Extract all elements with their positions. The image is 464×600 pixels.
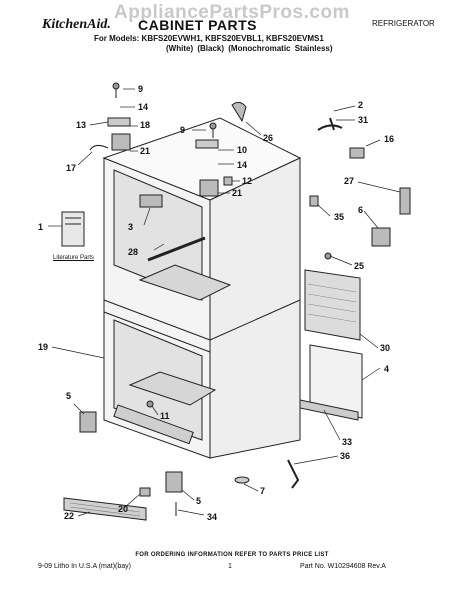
- part-25: [324, 252, 332, 260]
- callout-14b: 14: [237, 160, 248, 170]
- callout-18: 18: [140, 120, 151, 130]
- callout-9b: 9: [180, 125, 186, 135]
- callout-5b: 5: [196, 496, 202, 506]
- callout-1: 1: [38, 222, 44, 232]
- callout-14a: 14: [138, 102, 149, 112]
- part-16: [349, 147, 365, 159]
- page-title: CABINET PARTS: [138, 17, 258, 33]
- part-11: [146, 400, 154, 408]
- callout-30: 30: [380, 343, 391, 353]
- callout-19: 19: [38, 342, 49, 352]
- finish-white: (White): [166, 44, 194, 53]
- callout-11: 11: [160, 411, 170, 421]
- literature-parts-label: Literature Parts: [53, 255, 95, 261]
- rear-panel-30: [304, 269, 361, 341]
- literature-booklet: [61, 211, 85, 247]
- part-28-rail: [147, 236, 206, 262]
- watermark: AppliancePartsPros.com: [114, 2, 350, 23]
- callout-20: 20: [118, 504, 129, 514]
- ordering-info: FOR ORDERING INFORMATION REFER TO PARTS …: [135, 552, 329, 558]
- callout-36: 36: [340, 451, 351, 461]
- callout-21b: 21: [232, 188, 243, 198]
- litho-note: 9-09 Litho In U.S.A (mat)(bay): [38, 563, 131, 570]
- finish-black: (Black): [197, 44, 225, 53]
- callout-5a: 5: [66, 391, 72, 401]
- callout-27: 27: [344, 176, 355, 186]
- roller-right: [165, 471, 183, 493]
- base-grille: [63, 497, 147, 521]
- cabinet-side: [209, 157, 301, 459]
- panel-33: [299, 399, 359, 421]
- roller-left: [79, 411, 97, 433]
- part-6: [371, 227, 391, 247]
- callout-6: 6: [358, 205, 364, 215]
- callout-3: 3: [128, 222, 134, 232]
- part-12: [223, 176, 233, 186]
- leveler-7: [234, 476, 250, 484]
- top-hinge-left: [107, 117, 131, 127]
- part-35: [309, 195, 319, 207]
- top-hinge-right: [195, 139, 219, 149]
- finish-stainless: (Monochromatic Stainless): [228, 44, 333, 53]
- callout-9a: 9: [138, 84, 144, 94]
- callout-13: 13: [76, 120, 87, 130]
- power-cord: [89, 144, 109, 151]
- callout-2: 2: [358, 100, 364, 110]
- part-3: [139, 194, 163, 208]
- page-number: 1: [228, 563, 232, 570]
- callout-33: 33: [342, 437, 353, 447]
- part-36: [287, 459, 300, 489]
- finishes-line: (White) (Black) (Monochromatic Stainless…: [166, 44, 333, 53]
- hinge-bracket-left: [111, 133, 131, 151]
- callout-25: 25: [354, 261, 365, 271]
- models-line: For Models: KBFS20EVWH1, KBFS20EVBL1, KB…: [94, 34, 324, 43]
- callout-26: 26: [263, 133, 274, 143]
- category-label: REFRIGERATOR: [372, 19, 435, 28]
- callout-16: 16: [384, 134, 395, 144]
- part-26: [231, 101, 247, 123]
- callout-31: 31: [358, 115, 369, 125]
- callout-7: 7: [260, 486, 266, 496]
- callout-21a: 21: [140, 146, 151, 156]
- callout-4: 4: [384, 364, 390, 374]
- callout-12: 12: [242, 176, 253, 186]
- part-20: [139, 487, 151, 497]
- callout-34: 34: [207, 512, 218, 522]
- callout-17: 17: [66, 163, 77, 173]
- callout-28: 28: [128, 247, 139, 257]
- callout-35: 35: [334, 212, 345, 222]
- callout-22: 22: [64, 511, 75, 521]
- hinge-bracket-right: [199, 179, 219, 197]
- brand-logo: KitchenAid.: [42, 17, 111, 32]
- part-2-31: [317, 117, 343, 131]
- panel-4: [309, 344, 363, 419]
- callout-10: 10: [237, 145, 248, 155]
- part-number: Part No. W10294608 Rev.A: [300, 563, 386, 570]
- part-27: [399, 187, 411, 215]
